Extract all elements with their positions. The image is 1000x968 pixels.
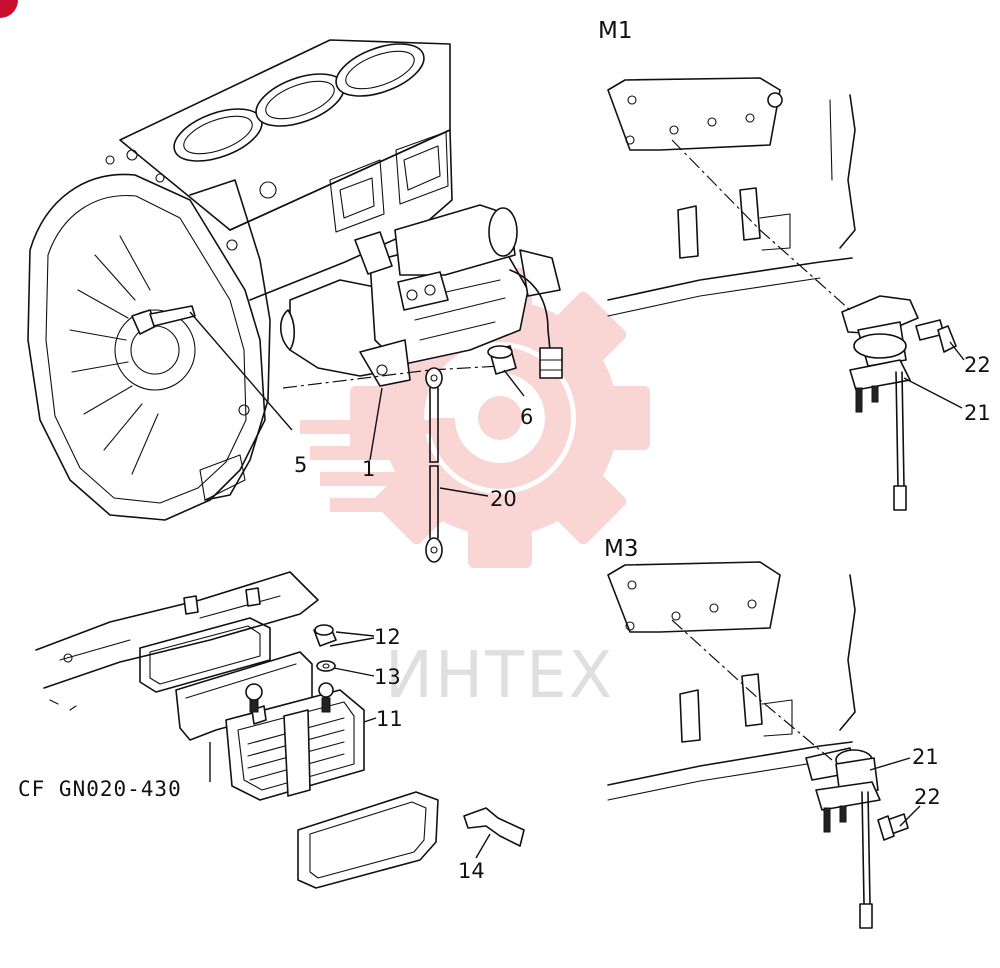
callout-14: 14 [458,859,485,883]
leader-lines [189,311,965,859]
starter-motor-drawing [279,204,563,387]
view-label-m3: M3 [604,536,638,562]
callout-20: 20 [490,487,517,511]
m3-detail-drawing [607,561,909,929]
callout-5: 5 [294,453,307,477]
part-20-ground-strap [425,367,443,563]
callout-21-m1: 21 [964,401,991,425]
callout-11: 11 [376,707,403,731]
callout-22-m1: 22 [964,353,991,377]
callout-12: 12 [374,625,401,649]
part-6-bushing [487,345,517,375]
engine-block-drawing [27,39,453,521]
m1-detail-drawing [607,77,957,511]
callout-22-m3: 22 [914,785,941,809]
view-label-m1: M1 [598,18,632,44]
callout-6: 6 [520,405,533,429]
alignment-line-m3 [671,619,833,761]
callout-1: 1 [362,457,375,481]
callout-13: 13 [374,665,401,689]
alignment-line-starter [282,365,501,389]
watermark-text: ИНТЕХ [385,639,614,713]
corner-marker [0,0,18,18]
alignment-line-m1 [671,139,851,311]
oil-cooler-assembly-drawing [35,571,525,889]
cross-reference-label: CF GN020-430 [18,777,182,801]
callout-21-m3: 21 [912,745,939,769]
